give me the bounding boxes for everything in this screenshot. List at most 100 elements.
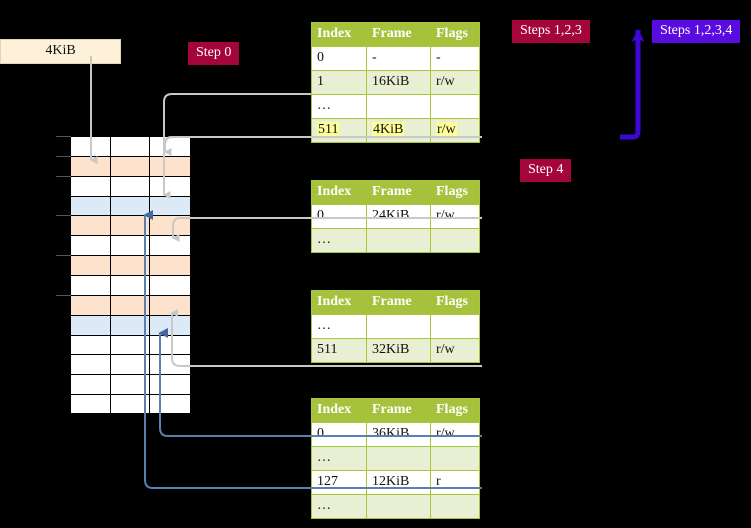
memory-frame-row: [71, 294, 190, 315]
memory-frame-row: [71, 215, 190, 236]
memory-column: [71, 136, 190, 414]
table-cell: r/w: [430, 204, 480, 229]
memory-tick-mark: [56, 136, 71, 137]
column-header: Flags: [430, 180, 480, 205]
memory-frame-row: [71, 136, 190, 156]
column-header: Frame: [366, 22, 431, 47]
highlighted-value: 511: [317, 122, 340, 137]
column-header: Index: [311, 398, 367, 423]
table-cell: …: [311, 94, 367, 119]
column-header: Frame: [366, 290, 431, 315]
memory-tick-mark: [56, 215, 71, 217]
memory-frame-row: [71, 195, 190, 216]
table-row: …: [311, 228, 480, 253]
column-header: Frame: [366, 398, 431, 423]
table-row: …: [311, 494, 480, 519]
table-row: …: [311, 314, 480, 339]
badge-steps-1234: Steps 1,2,3,4: [652, 20, 741, 43]
memory-divider-left: [110, 136, 111, 414]
badge-step4: Step 4: [520, 159, 572, 182]
table-cell: r: [430, 470, 480, 495]
memory-tick-mark: [56, 294, 71, 296]
table-cell: 0: [311, 204, 367, 229]
table-cell: -: [366, 46, 431, 71]
table-row: 511 4KiB r/w: [311, 118, 480, 143]
kib-frame-box: 4KiB: [0, 39, 121, 64]
column-header: Flags: [430, 22, 480, 47]
memory-frame-row: [71, 155, 190, 176]
table-cell: …: [311, 494, 367, 519]
memory-tick-mark: [56, 255, 71, 257]
column-header: Frame: [366, 180, 431, 205]
badge-steps-123: Steps 1,2,3: [512, 20, 590, 43]
memory-frame-row: [71, 235, 190, 256]
table-cell: 4KiB: [366, 118, 431, 143]
table-cell: [430, 228, 480, 253]
kib-frame-label: 4KiB: [45, 43, 76, 58]
table-cell: …: [311, 446, 367, 471]
table-cell: [430, 314, 480, 339]
table-cell: 1: [311, 70, 367, 95]
memory-frame-row: [71, 354, 190, 375]
table-cell: 24KiB: [366, 204, 431, 229]
table-row: …: [311, 446, 480, 471]
table-cell: [366, 94, 431, 119]
badge-steps-123-label: Steps 1,2,3: [520, 23, 582, 38]
memory-frame-row: [71, 175, 190, 196]
table-cell: -: [430, 46, 480, 71]
memory-frame-row: [71, 374, 190, 395]
table-cell: [430, 446, 480, 471]
table-cell: r/w: [430, 118, 480, 143]
memory-frame-row: [71, 314, 190, 335]
table-cell: …: [311, 314, 367, 339]
memory-tick-mark: [56, 155, 71, 157]
table-cell: 12KiB: [366, 470, 431, 495]
badge-step0: Step 0: [188, 42, 240, 65]
badge-step0-label: Step 0: [196, 45, 232, 60]
column-header: Index: [311, 290, 367, 315]
column-header: Index: [311, 180, 367, 205]
highlighted-value: r/w: [436, 122, 457, 137]
table-cell: 0: [311, 46, 367, 71]
table-cell: 0: [311, 422, 367, 447]
table-cell: 32KiB: [366, 338, 431, 363]
table-row: …: [311, 94, 480, 119]
table-cell: 127: [311, 470, 367, 495]
table-cell: 511: [311, 338, 367, 363]
table-cell: r/w: [430, 422, 480, 447]
table-cell: [430, 494, 480, 519]
column-header: Flags: [430, 290, 480, 315]
column-header: Flags: [430, 398, 480, 423]
column-header: Index: [311, 22, 367, 47]
table-cell: [366, 314, 431, 339]
table-cell: [366, 446, 431, 471]
table-cell: [366, 494, 431, 519]
table-cell: [366, 228, 431, 253]
table-row: 0--: [311, 46, 480, 71]
badge-steps-1234-label: Steps 1,2,3,4: [660, 23, 733, 38]
memory-divider-right: [149, 136, 150, 414]
memory-frame-row: [71, 275, 190, 295]
table-cell: r/w: [430, 70, 480, 95]
table-cell: 36KiB: [366, 422, 431, 447]
table-cell: …: [311, 228, 367, 253]
memory-frame-row: [71, 255, 190, 275]
badge-step4-label: Step 4: [528, 162, 564, 177]
highlighted-value: 4KiB: [372, 122, 405, 137]
table-cell: 511: [311, 118, 367, 143]
memory-tick-mark: [56, 175, 71, 177]
memory-frame-row: [71, 334, 190, 355]
table-cell: [430, 94, 480, 119]
